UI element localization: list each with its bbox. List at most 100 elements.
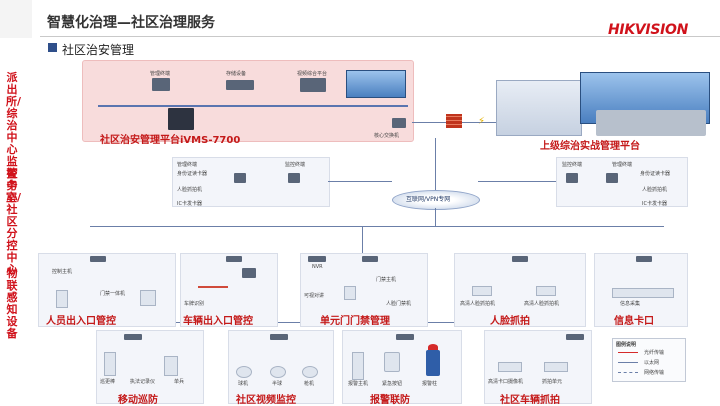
- sub-center-item: 管理终端: [612, 162, 633, 168]
- sub-center-right-panel: [556, 157, 688, 207]
- cloud-down-line: [435, 208, 436, 226]
- sub-center-item: 人脸抓拍机: [642, 187, 668, 193]
- platform-bus-line: [98, 105, 408, 107]
- access-bus-row1: [90, 226, 664, 227]
- management-terminal-icon: [152, 78, 170, 91]
- legend-swatch-ethernet: [618, 362, 638, 363]
- page-title: 智慧化治理—社区治理服务: [47, 15, 215, 31]
- uplink-line: [462, 122, 512, 123]
- network-uplink-line: [435, 138, 436, 190]
- scenario-label-alarm: 报警联防: [370, 395, 410, 406]
- scenario-device: 球机: [238, 381, 249, 387]
- scenario-device: 可视对讲: [304, 293, 325, 299]
- dome-camera-icon: [236, 366, 252, 378]
- scenario-device: 紧急按钮: [382, 381, 403, 387]
- scenario-device: 执法记录仪: [130, 379, 156, 385]
- patrol-stick-icon: [104, 352, 116, 376]
- sub-center-item: 管理终端: [177, 162, 198, 168]
- scenario-panel-patrol: [96, 330, 204, 404]
- legend-swatch-network: [618, 372, 638, 373]
- alarm-light-icon: [428, 344, 438, 350]
- legend-title: 图例说明: [616, 342, 637, 348]
- scenario-label-vehicle: 车辆出入口管控: [183, 316, 253, 327]
- scenario-device: 高清人脸抓拍机: [524, 301, 560, 307]
- scenario-label-face: 人脸抓拍: [490, 316, 530, 327]
- gate-icon: [56, 290, 68, 308]
- header-accent: [0, 0, 32, 38]
- switch-icon: [270, 334, 288, 340]
- server-icon: [168, 108, 194, 130]
- lightning-icon: ⚡: [478, 116, 486, 127]
- scenario-device: 高清卡口摄像机: [488, 379, 524, 385]
- platform-label: 社区治安管理平台iVMS-7700: [100, 135, 241, 146]
- scenario-device: 人脸门禁机: [386, 301, 412, 307]
- turnstile-icon: [140, 290, 156, 306]
- scenario-device: 高清人脸抓拍机: [460, 301, 496, 307]
- alarm-column-icon: [426, 350, 440, 376]
- sub-center-item: IC卡发卡器: [177, 201, 202, 207]
- brand-logo: HIKVISION: [608, 22, 689, 38]
- checkpoint-camera-icon: [612, 288, 674, 298]
- switch-icon: [512, 256, 528, 262]
- core-switch-label: 核心交换机: [374, 133, 400, 139]
- side-label-iot-devices: 物联感知设备: [6, 267, 18, 340]
- video-platform-icon: [300, 78, 326, 92]
- storage-device-icon: [226, 80, 254, 90]
- emergency-button-icon: [384, 352, 400, 372]
- firewall-icon: [446, 114, 462, 128]
- scenario-device: 单兵: [174, 379, 185, 385]
- sub-center-item: 监控终端: [285, 162, 306, 168]
- scenario-device: 巡更棒: [100, 379, 116, 385]
- scenario-device: 半球: [272, 381, 283, 387]
- device-label: 视频综合平台: [297, 71, 328, 77]
- core-switch-icon: [392, 118, 406, 128]
- terminal-icon: [242, 268, 256, 278]
- video-wall-icon: [346, 70, 406, 98]
- camera-icon: [472, 286, 492, 296]
- legend-item: 以太网: [644, 360, 660, 366]
- scenario-label-vehicle-capture: 社区车辆抓拍: [500, 395, 560, 406]
- switch-icon: [90, 256, 106, 262]
- scenario-device: NVR: [312, 264, 323, 270]
- body-camera-icon: [164, 356, 178, 376]
- switch-icon: [124, 334, 142, 340]
- subtitle-marker-icon: [48, 43, 57, 52]
- scenario-label-video: 社区视频监控: [236, 395, 296, 406]
- barrier-gate-icon: [198, 286, 228, 288]
- scenario-device: 信息采集: [620, 301, 641, 307]
- scenario-label-info-checkpoint: 信息卡口: [614, 316, 654, 327]
- terminal-icon: [566, 173, 578, 183]
- network-label: 互联网/VPN专网: [406, 196, 451, 203]
- capture-camera-icon: [544, 362, 568, 372]
- terminal-icon: [234, 173, 246, 183]
- sub-center-item: 身份证读卡器: [640, 171, 671, 177]
- scenario-device: 枪机: [304, 381, 315, 387]
- legend-item: 网络传输: [644, 370, 665, 376]
- device-label: 存储设备: [226, 71, 247, 77]
- scenario-device: 报警柱: [422, 381, 438, 387]
- sub-center-item: 身份证读卡器: [177, 171, 208, 177]
- switch-icon: [396, 334, 414, 340]
- capture-camera-icon: [498, 362, 522, 372]
- legend-box: [612, 338, 686, 382]
- scenario-device: 控制主机: [52, 269, 73, 275]
- scenario-device: 门禁主机: [376, 277, 397, 283]
- terminal-icon: [288, 173, 300, 183]
- switch-icon: [362, 256, 378, 262]
- scenario-device: 报警主机: [348, 381, 369, 387]
- header-divider: [40, 36, 720, 37]
- side-label-command-center: 派出所/综治中心 监控中心: [6, 71, 22, 204]
- switch-icon: [226, 256, 242, 262]
- scenario-label-patrol: 移动巡防: [118, 395, 158, 406]
- uplink-line: [412, 122, 446, 123]
- sub-center-item: 人脸抓拍机: [177, 187, 203, 193]
- device-label: 管理终端: [150, 71, 171, 77]
- network-link-right: [478, 181, 556, 182]
- console-desk-icon: [596, 110, 706, 136]
- sub-center-left-panel: [172, 157, 330, 207]
- scenario-label-personnel: 人员出入口管控: [46, 316, 116, 327]
- legend-swatch-fiber: [618, 352, 638, 353]
- intercom-icon: [344, 286, 356, 300]
- upper-platform-screen: [496, 80, 582, 136]
- section-subtitle: 社区治安管理: [62, 43, 135, 57]
